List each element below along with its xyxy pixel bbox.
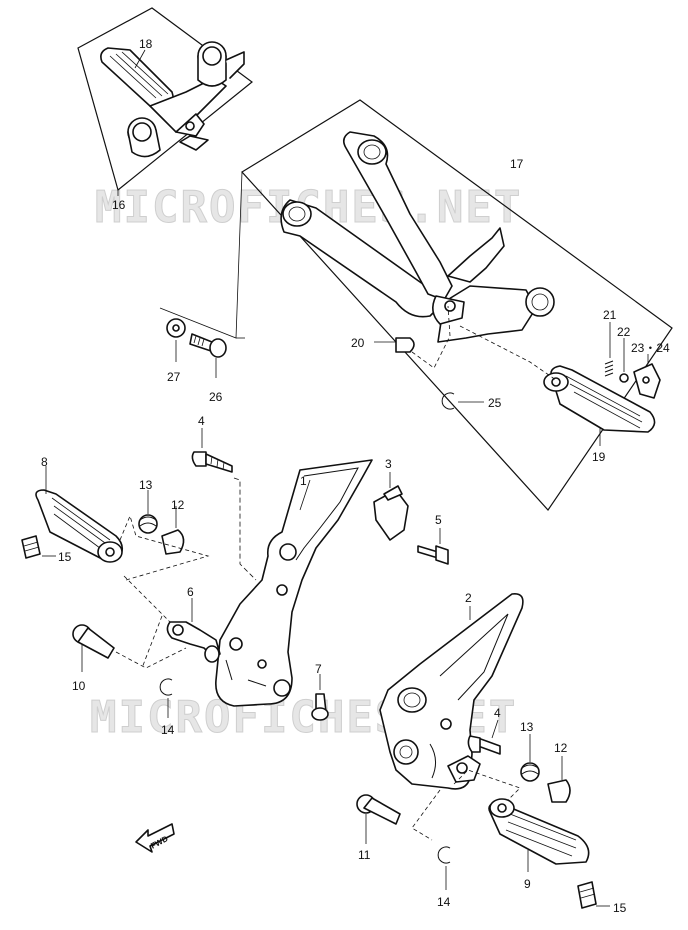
dash-lines-left [119,514,210,625]
bolt-4-top [191,428,233,473]
dash-10 [115,615,187,669]
pivot-6 [166,598,221,663]
pin-11 [356,794,401,844]
spring-13-left [138,490,158,534]
clip-14-left [159,678,173,718]
callout-27: 27 [167,370,181,384]
callout-18: 18 [139,37,153,51]
dash-19 [459,325,557,381]
callout-11: 11 [358,848,371,862]
kit-box-17 [159,99,673,511]
callout-14-left: 14 [161,723,175,737]
callout-8: 8 [41,455,48,469]
washer-27 [166,318,186,362]
callout-23-24: 23・24 [631,341,670,355]
callout-16: 16 [112,198,126,212]
callout-13-left: 13 [139,478,153,492]
fwd-arrow-icon: FWD [135,823,175,853]
bracket-17 [280,131,555,343]
callout-19: 19 [592,450,606,464]
callout-3: 3 [385,457,392,471]
callout-2: 2 [465,591,472,605]
plate-23-24 [633,354,661,399]
bolt-26 [189,333,227,378]
bracket-1 [215,459,373,707]
footrest-19 [543,365,656,446]
spring-21 [604,322,614,377]
callout-21: 21 [603,308,617,322]
pin-20 [374,337,415,353]
dash-lines-right [411,769,521,841]
leader-18 [134,49,146,69]
callout-26: 26 [209,390,223,404]
pin-10 [72,624,115,672]
callout-20: 20 [351,336,365,350]
callout-4-top: 4 [198,414,205,428]
callout-15-right: 15 [613,901,627,915]
callout-13-right: 13 [520,720,534,734]
callout-1: 1 [300,474,307,488]
ball-12-left [161,506,185,555]
callout-14-right: 14 [437,895,451,909]
footrest-9 [488,798,590,872]
kit-box-16 [77,7,253,196]
callout-10: 10 [72,679,86,693]
bolt-7 [311,674,329,721]
callout-25: 25 [488,396,502,410]
callout-9: 9 [524,877,531,891]
footrest-8 [35,466,124,563]
pivot-bracket-right [447,755,481,783]
rubber-15-left [21,535,56,559]
ball-22 [619,338,629,383]
callout-6: 6 [187,585,194,599]
dash-20 [411,305,451,369]
bolt-5 [417,528,449,565]
callout-15-left: 15 [58,550,72,564]
ball-12-right [547,756,571,803]
callout-7: 7 [315,662,322,676]
footrest-assembly-18 [100,41,245,158]
dash-4 [233,477,257,581]
spring-13-right [520,734,540,782]
callout-22: 22 [617,325,631,339]
clip-25 [441,392,484,410]
callout-12-right: 12 [554,741,568,755]
guard-3 [373,472,409,541]
callout-5: 5 [435,513,442,527]
clip-14-right [437,846,451,890]
callout-17: 17 [510,157,524,171]
callout-12-left: 12 [171,498,185,512]
rubber-15-right [577,881,610,909]
callouts: 18 16 17 20 21 22 23・24 25 19 27 26 4 8 … [41,37,670,915]
callout-4-right: 4 [494,706,501,720]
bolt-4-right [467,719,501,755]
